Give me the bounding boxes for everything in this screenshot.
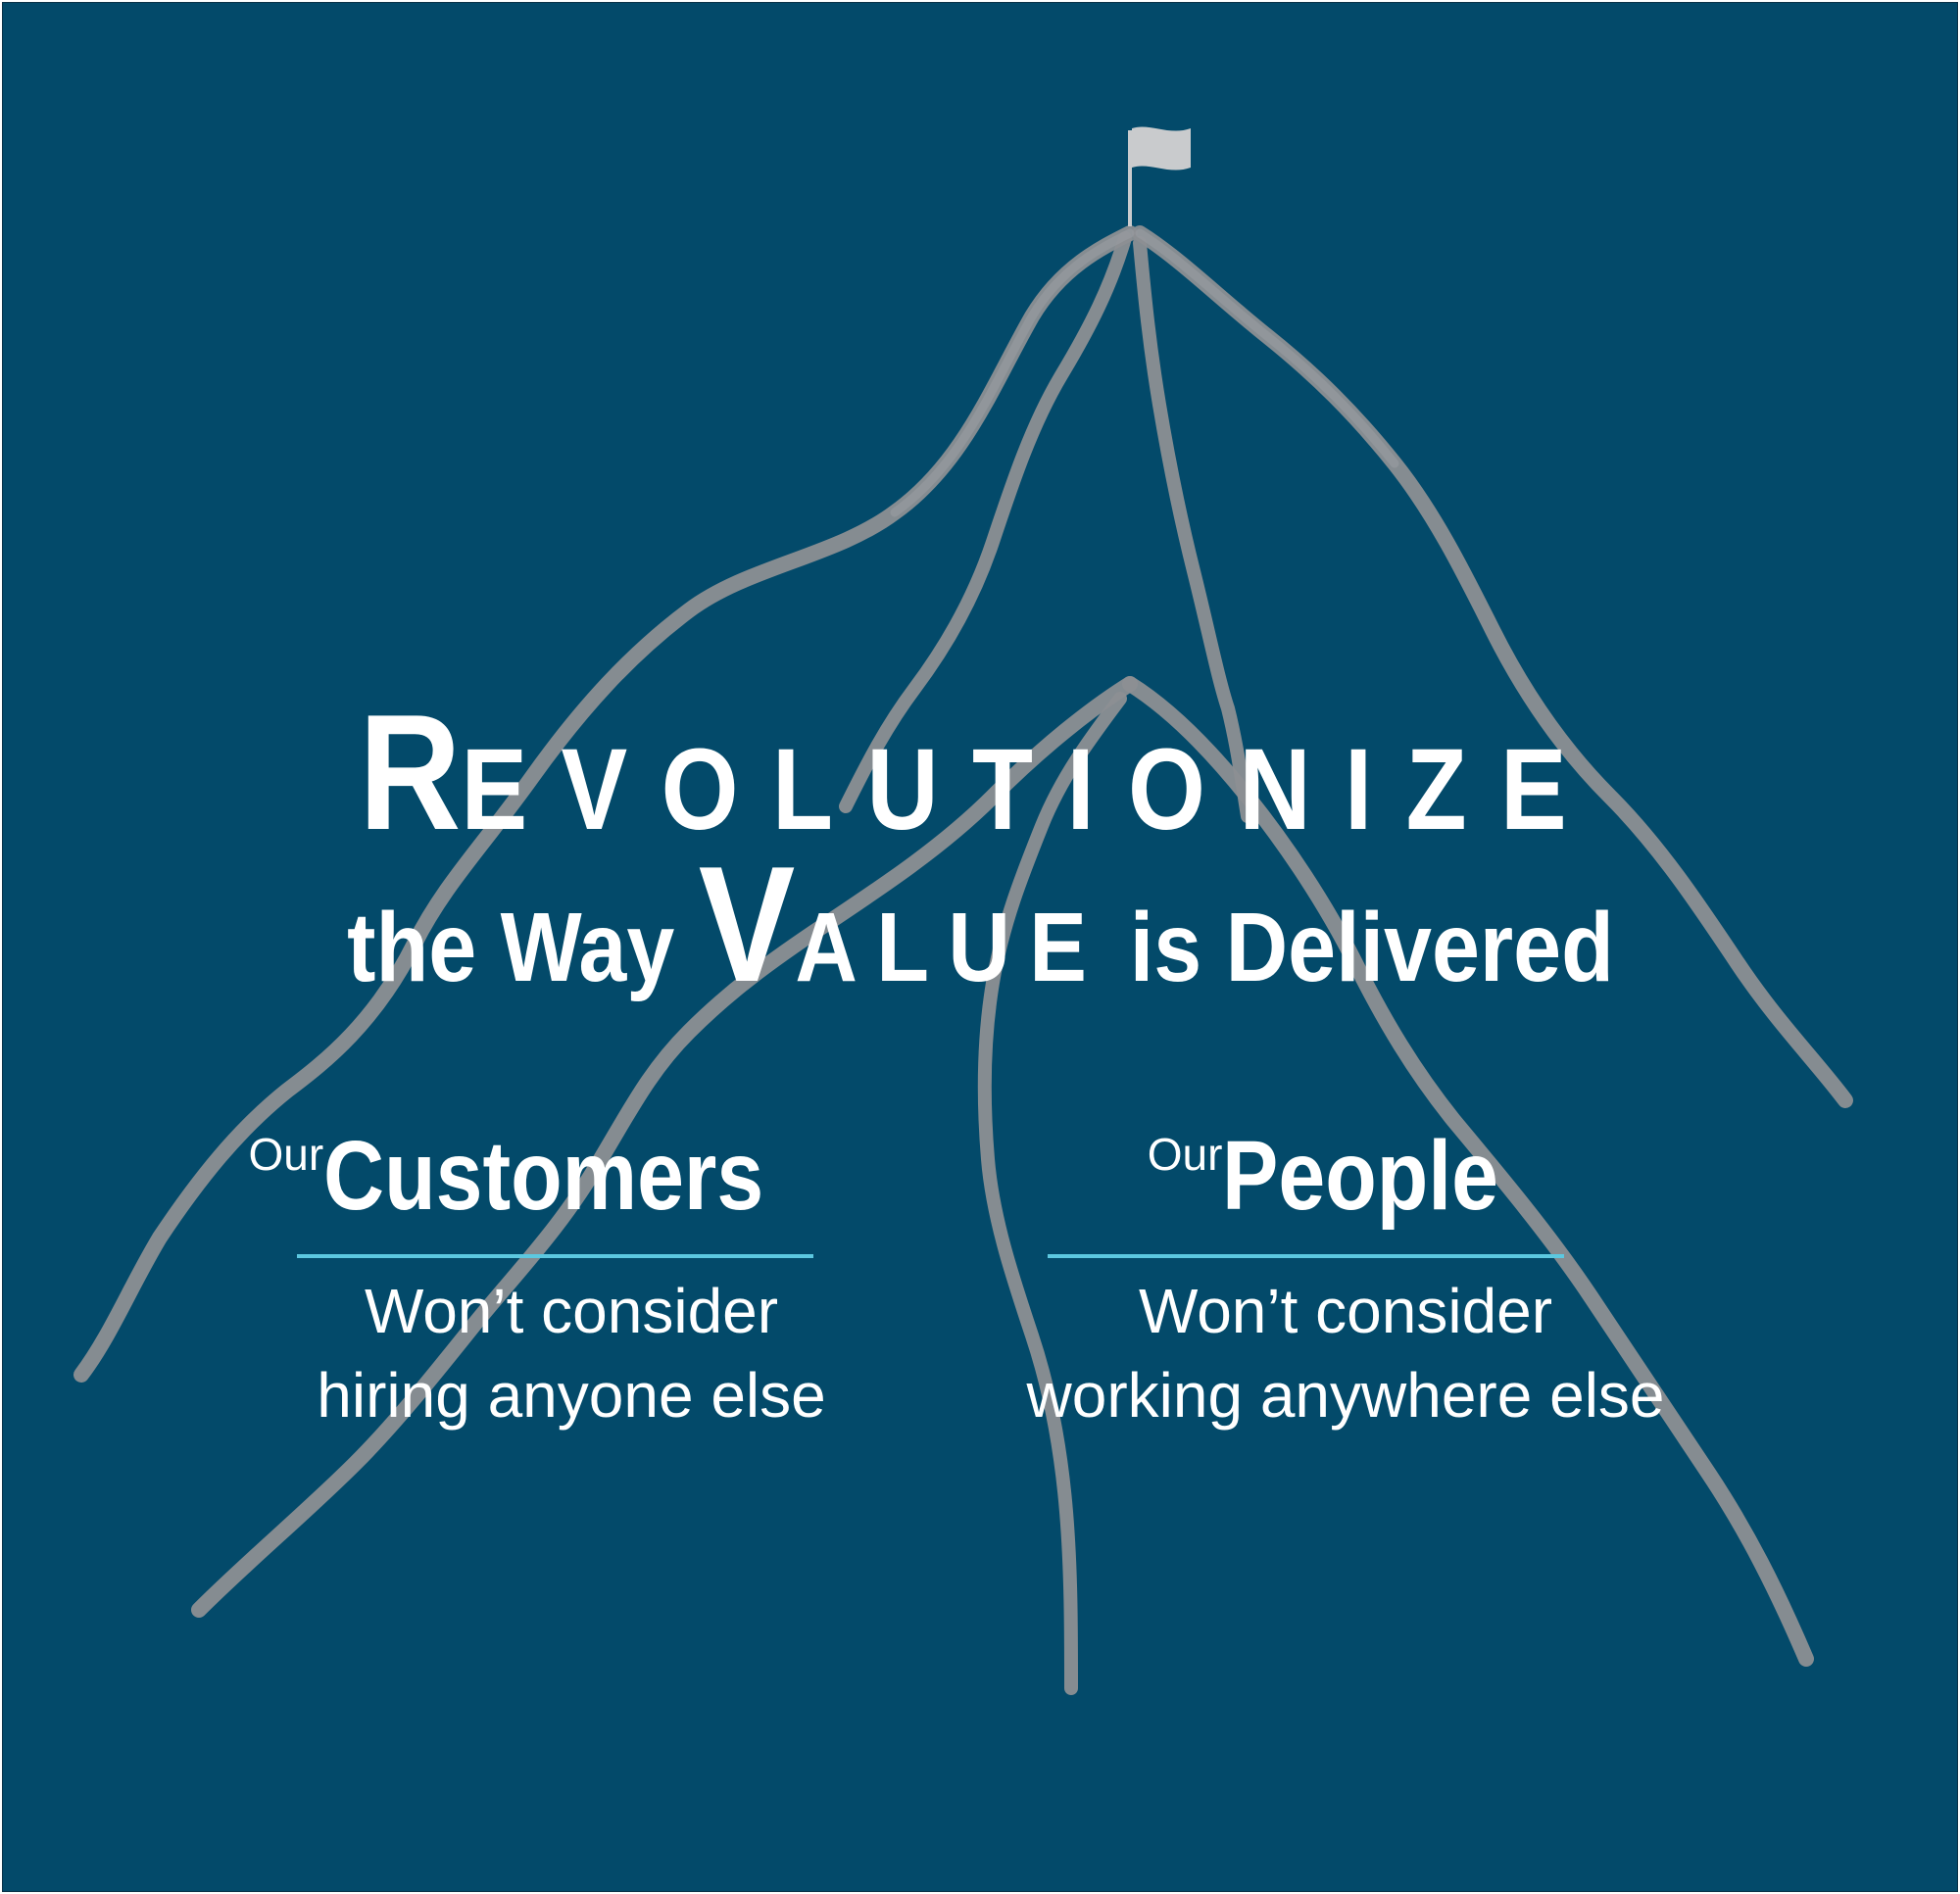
customers-divider — [297, 1254, 813, 1258]
customers-title: Customers — [323, 1121, 764, 1231]
customers-description-line-1: Won’t consider — [364, 1276, 779, 1346]
trail-inner-left — [839, 231, 1132, 813]
trail-core-1 — [890, 228, 1135, 517]
customers-heading: OurCustomers — [238, 1120, 846, 1247]
headline-is-delivered: is Delivered — [1129, 893, 1614, 1002]
people-heading: OurPeople — [983, 1120, 1708, 1247]
customers-description: Won’t consider hiring anyone else — [238, 1269, 905, 1437]
people-description-line-2: working anywhere else — [1026, 1360, 1665, 1431]
people-column: OurPeople — [983, 1120, 1708, 1247]
headline-initial-r: R — [359, 680, 462, 864]
people-description-line-1: Won’t consider — [1138, 1276, 1553, 1346]
people-title: People — [1222, 1121, 1499, 1231]
flag-icon — [1128, 126, 1191, 226]
customers-column: OurCustomers — [238, 1120, 846, 1247]
trail-second-peak-right — [1122, 676, 1814, 1667]
headline-the-way: the Way — [346, 893, 674, 1002]
headline-value-rest: ALUE — [794, 893, 1105, 1002]
people-prefix: Our — [1147, 1129, 1223, 1180]
trail-inner-right — [1133, 236, 1254, 823]
trail-second-peak-left — [191, 676, 1138, 1618]
headline-initial-v: V — [698, 832, 795, 1016]
headline-rest: EVOLUTIONIZE — [461, 725, 1601, 854]
customers-description-line-2: hiring anyone else — [317, 1360, 826, 1431]
customers-prefix: Our — [248, 1129, 324, 1180]
people-description: Won’t consider working anywhere else — [963, 1269, 1728, 1437]
trail-second-peak-inner — [977, 692, 1127, 1695]
trail-core-2 — [1135, 228, 1399, 468]
people-divider — [1048, 1254, 1564, 1258]
headline-subline: the Way VALUE is Delivered — [3, 842, 1957, 1006]
mountain-trails-illustration — [74, 126, 1853, 1695]
headline-value: VALUE — [698, 842, 1105, 1006]
headline-revolutionize: REVOLUTIONIZE — [3, 689, 1957, 855]
